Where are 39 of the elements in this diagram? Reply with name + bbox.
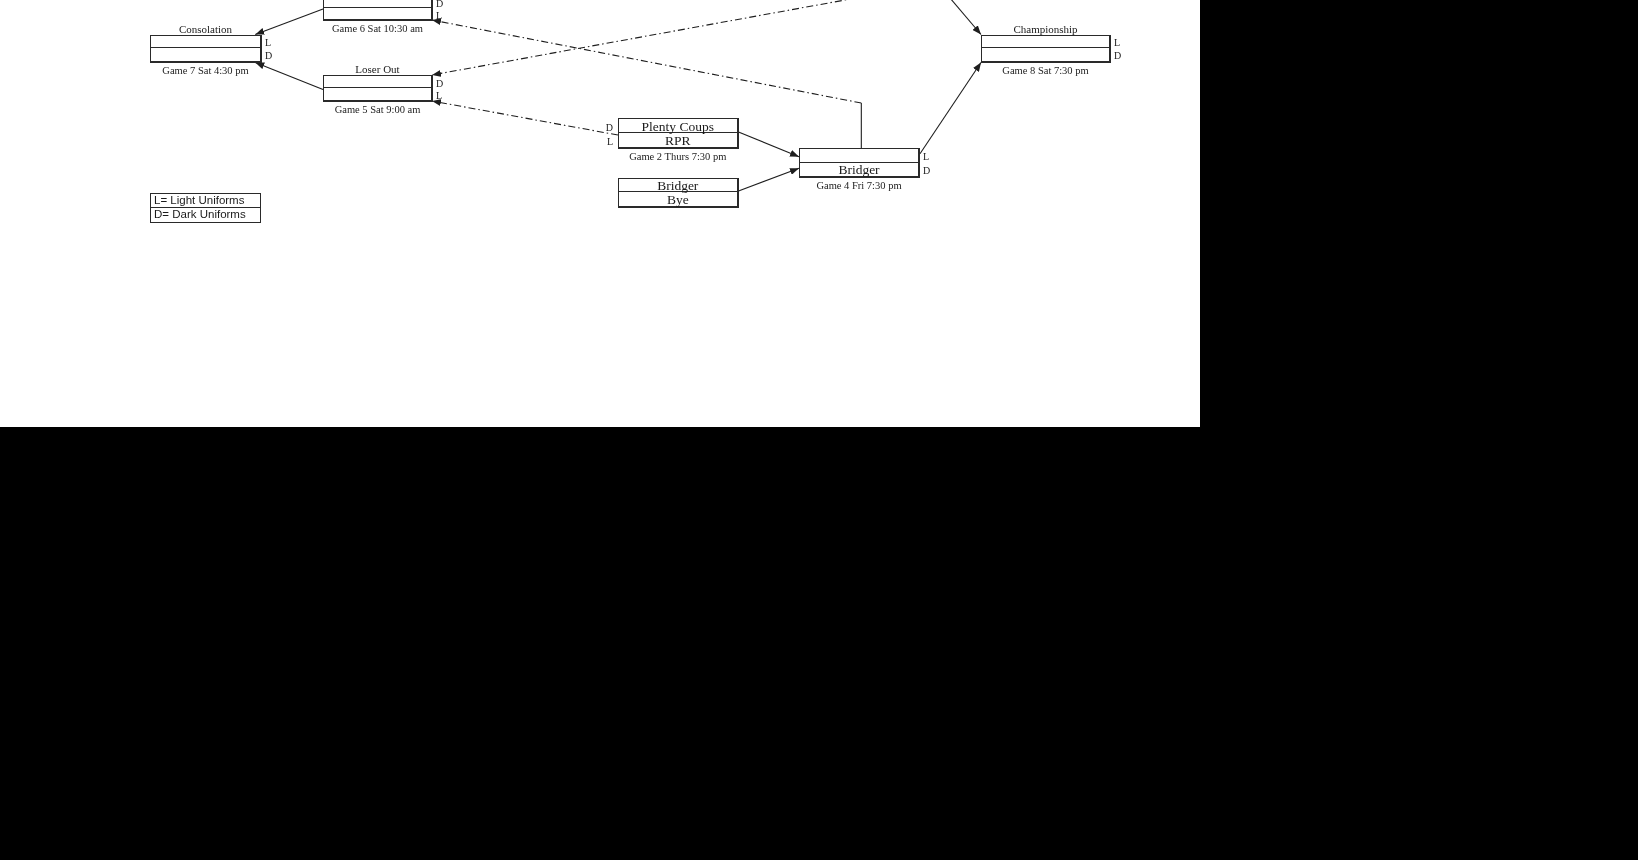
uniform-letter: D	[265, 50, 273, 61]
uniform-letter: L	[1114, 37, 1121, 48]
uniform-letter: L	[923, 151, 930, 162]
arrow	[254, 61, 324, 91]
arrow	[949, 0, 982, 36]
game-time: Game 8 Sat 7:30 pm	[1002, 64, 1089, 77]
game-box	[618, 177, 739, 208]
round-title: Championship	[1013, 22, 1078, 35]
game-time: Game 7 Sat 4:30 pm	[162, 64, 249, 77]
uniform-letter: D	[436, 0, 444, 9]
uniform-letter: L	[606, 136, 613, 147]
arrow	[919, 61, 982, 155]
dashed-arrow	[431, 99, 619, 136]
arrow	[254, 8, 324, 36]
uniform-letter: D	[1114, 50, 1122, 61]
team-name: Bridger	[838, 161, 880, 177]
uniform-letter: L	[265, 37, 272, 48]
game-time: Game 4 Fri 7:30 pm	[816, 180, 902, 192]
arrow	[737, 167, 800, 192]
round-title: Loser Out	[355, 63, 400, 75]
uniform-letter: D	[436, 78, 444, 88]
team-slot	[618, 192, 738, 207]
arrow	[737, 131, 800, 158]
uniform-letter: D	[923, 165, 931, 176]
uniform-letter: L	[436, 90, 443, 101]
team-slot	[618, 177, 738, 192]
game-time: Game 6 Sat 10:30 am	[332, 23, 423, 35]
legend-entry: L= Light Uniforms	[154, 194, 245, 208]
team-name: RPR	[665, 132, 691, 148]
game-time: Game 5 Sat 9:00 am	[334, 104, 421, 116]
uniform-letter: D	[605, 122, 613, 132]
team-name: Bye	[666, 191, 689, 207]
legend-entry: D= Dark Uniforms	[154, 208, 246, 222]
team-name: Plenty Coups	[641, 118, 714, 133]
game-time: Game 2 Thurs 7:30 pm	[629, 151, 727, 163]
team-name: Bridger	[657, 177, 699, 193]
uniform-letter: L	[436, 10, 443, 20]
dashed-arrow	[431, 18, 862, 149]
round-title: Consolation	[178, 22, 233, 35]
